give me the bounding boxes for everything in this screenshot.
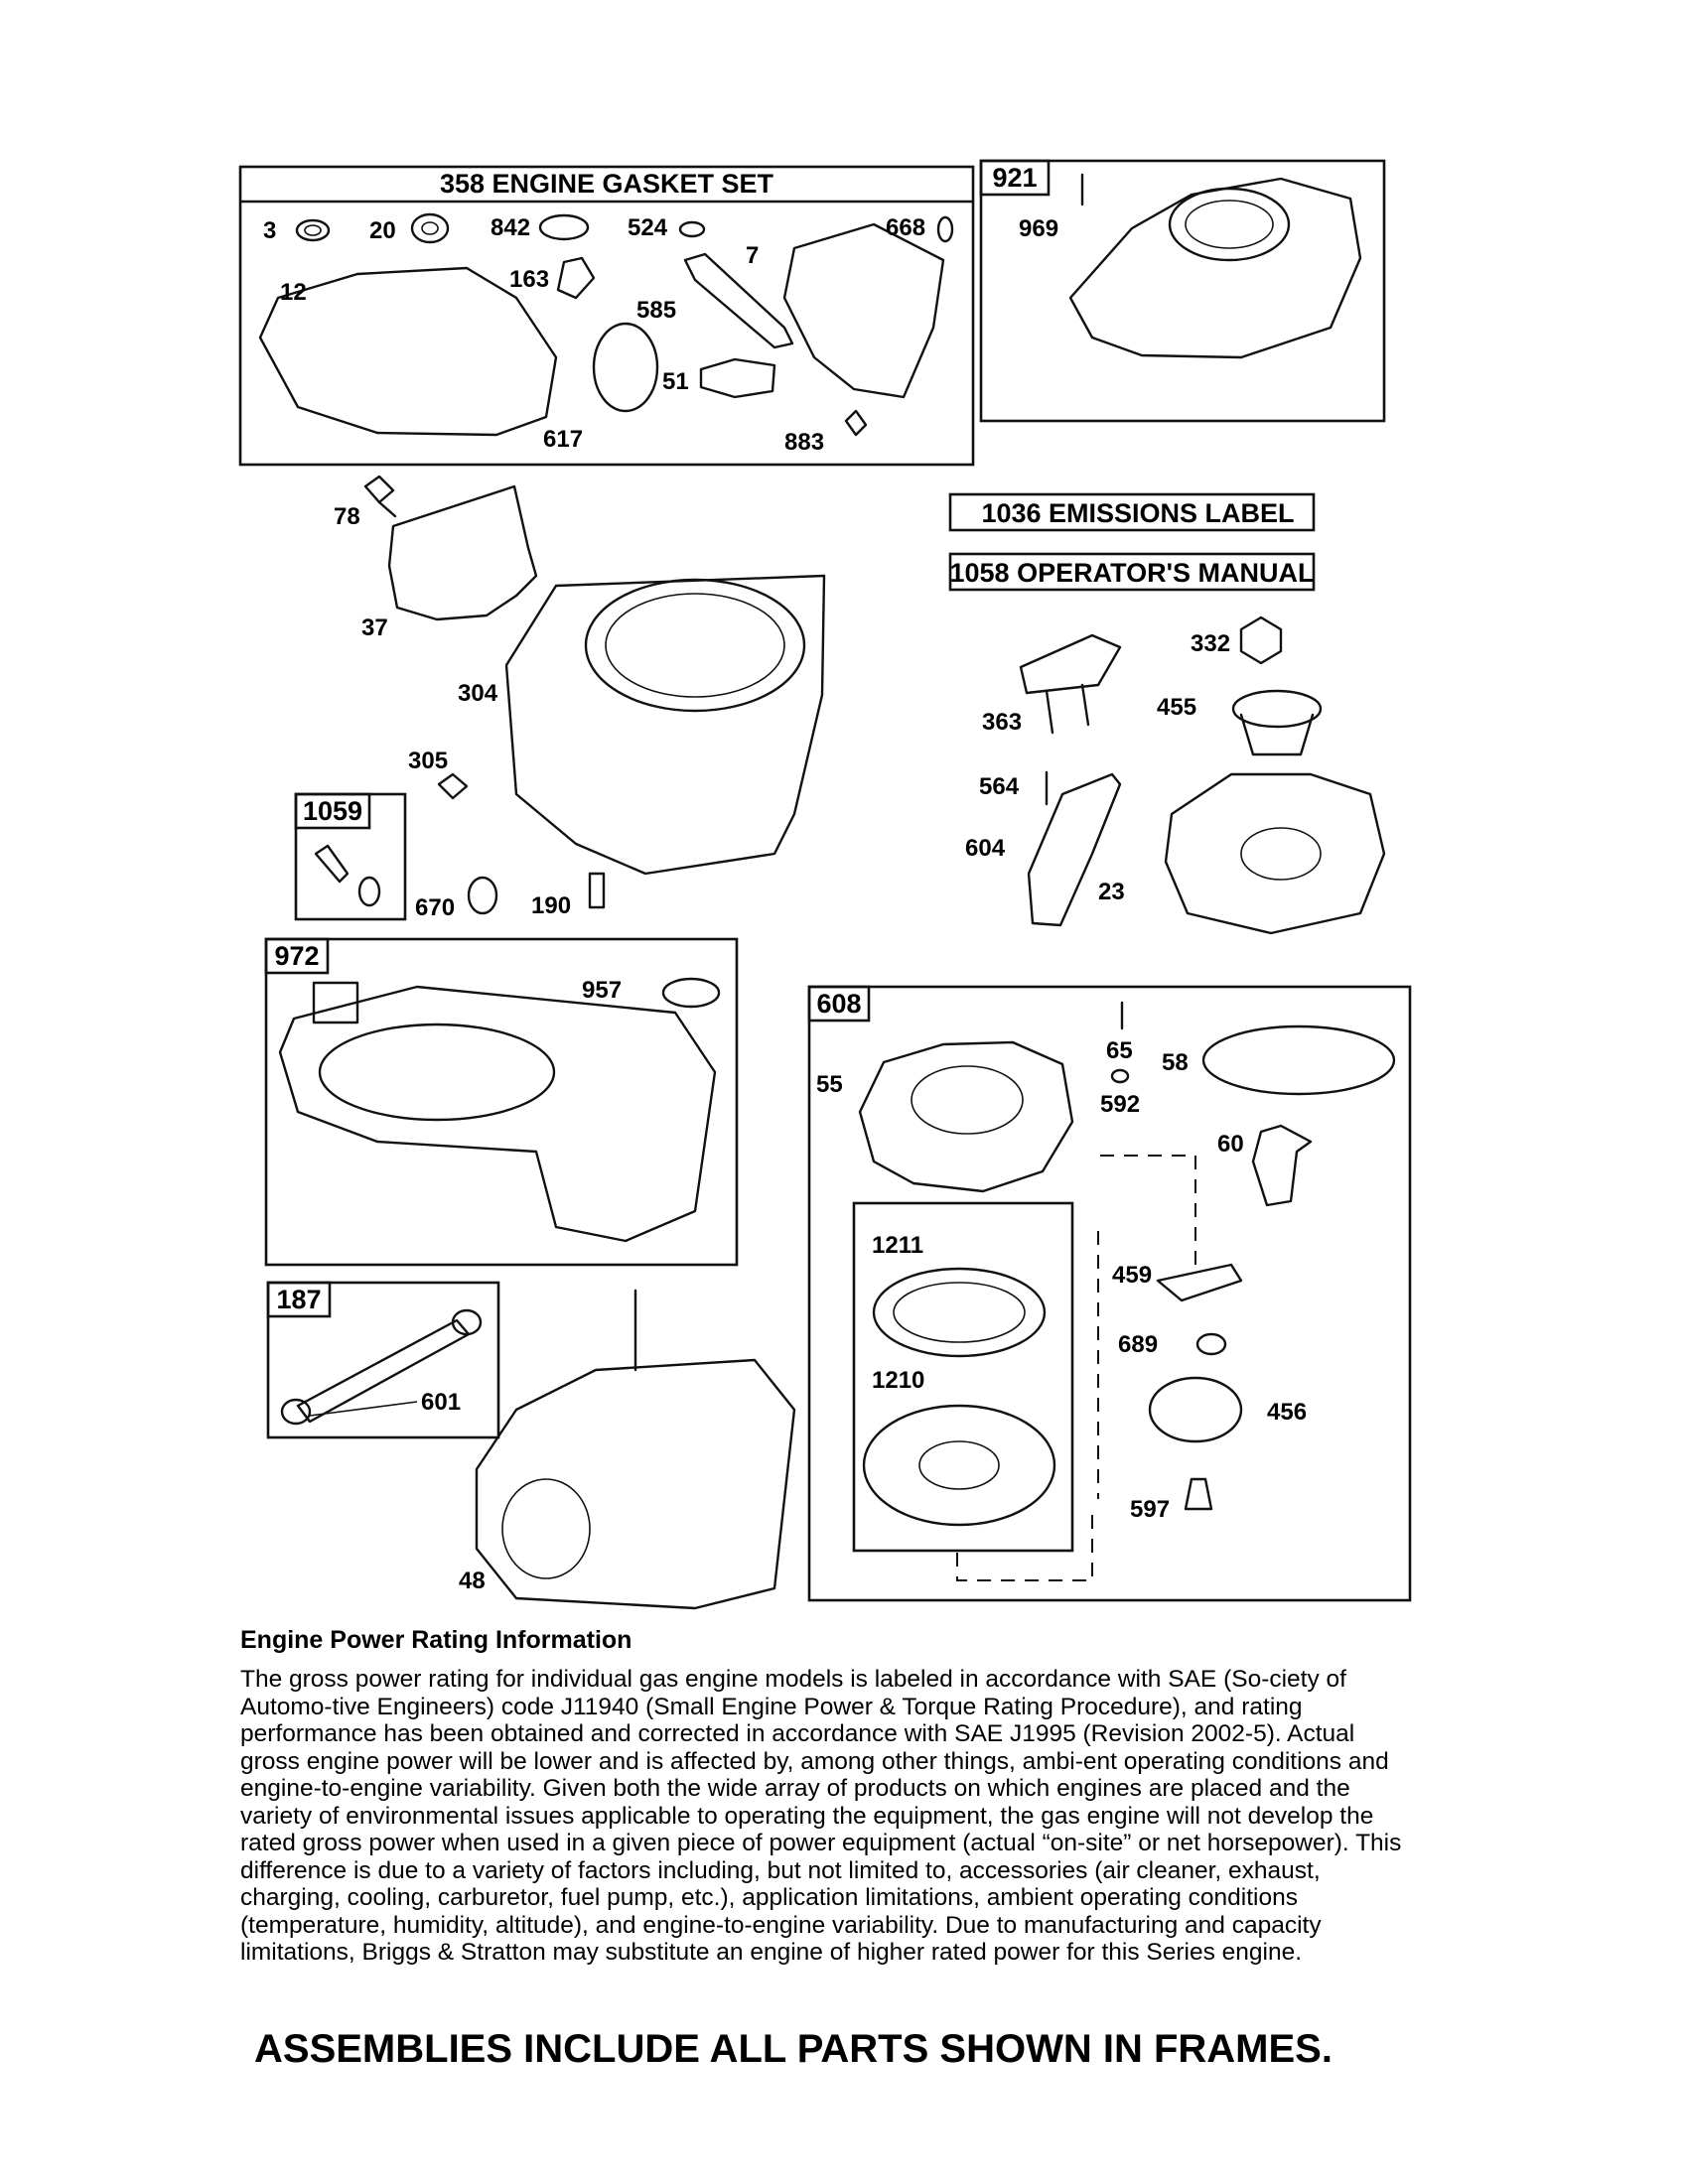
part-label-617: 617 [543, 426, 583, 453]
part-label-7: 7 [746, 242, 759, 269]
part-label-58: 58 [1162, 1049, 1189, 1076]
part-label-3: 3 [263, 217, 276, 244]
part-label-48: 48 [459, 1568, 486, 1594]
part-label-842: 842 [491, 214, 530, 241]
part-label-456: 456 [1267, 1399, 1307, 1426]
bushing-parts: 670 190 [415, 872, 606, 921]
operators-manual-box: 1058 OPERATOR'S MANUAL [948, 552, 1316, 592]
kit-1059-frame: 1059 [294, 792, 407, 921]
part-label-1210: 1210 [872, 1367, 924, 1394]
gasket-set-title: 358 ENGINE GASKET SET [440, 169, 774, 199]
kit-972-number: 972 [274, 941, 319, 971]
part-label-23: 23 [1098, 879, 1125, 905]
gasket-set-frame: 358 ENGINE GASKET SET [238, 165, 975, 467]
kit-1059-number: 1059 [303, 796, 362, 826]
gasket-set-labels: 3 20 842 524 668 7 12 163 585 51 617 883 [263, 214, 925, 456]
operators-manual-text: 1058 OPERATOR'S MANUAL [950, 558, 1315, 588]
blower-cover-frame: 921 969 [979, 159, 1386, 423]
notes-title: Engine Power Rating Information [240, 1626, 632, 1654]
part-label-604: 604 [965, 835, 1006, 862]
part-label-163: 163 [509, 266, 549, 293]
part-label-524: 524 [628, 214, 668, 241]
part-label-37: 37 [361, 614, 388, 641]
part-label-564: 564 [979, 773, 1020, 800]
part-label-363: 363 [982, 709, 1022, 736]
emissions-label-text: 1036 EMISSIONS LABEL [981, 498, 1294, 528]
part-label-60: 60 [1217, 1131, 1244, 1158]
kit-972-frame: 972 957 [264, 937, 739, 1267]
part-label-305: 305 [408, 748, 448, 774]
kit-187-frame: 187 601 [266, 1281, 500, 1439]
part-label-883: 883 [784, 429, 824, 456]
part-label-332: 332 [1191, 630, 1230, 657]
part-label-689: 689 [1118, 1331, 1158, 1358]
notes-body: The gross power rating for individual ga… [240, 1666, 1402, 1966]
blower-housing-parts: 78 37 304 305 [334, 475, 826, 876]
part-label-670: 670 [415, 894, 455, 921]
crankcase-part: 48 [459, 1289, 796, 1610]
part-label-597: 597 [1130, 1496, 1170, 1523]
part-label-668: 668 [886, 214, 925, 241]
part-label-55: 55 [816, 1071, 843, 1098]
part-label-969: 969 [1019, 215, 1058, 242]
gasket-set-parts [258, 212, 954, 437]
kit-608-frame: 608 55 65 592 58 60 1211 1210 459 689 45… [807, 985, 1412, 1602]
part-label-12: 12 [280, 279, 307, 306]
kit-608-number: 608 [816, 989, 861, 1019]
part-label-304: 304 [458, 680, 498, 707]
part-label-455: 455 [1157, 694, 1196, 721]
part-label-65: 65 [1106, 1037, 1133, 1064]
part-label-190: 190 [531, 892, 571, 919]
part-label-20: 20 [369, 217, 396, 244]
part-label-459: 459 [1112, 1262, 1152, 1289]
part-label-51: 51 [662, 368, 689, 395]
part-label-592: 592 [1100, 1091, 1140, 1118]
footer-notice: ASSEMBLIES INCLUDE ALL PARTS SHOWN IN FR… [254, 2027, 1333, 2071]
blower-cover-number: 921 [992, 163, 1037, 193]
emissions-label-box: 1036 EMISSIONS LABEL [948, 492, 1316, 532]
parts-diagram: 358 ENGINE GASKET SET 3 20 842 524 668 7… [238, 159, 1412, 1610]
part-label-1211: 1211 [872, 1232, 923, 1259]
part-label-585: 585 [636, 297, 676, 324]
part-label-78: 78 [334, 503, 360, 530]
part-label-601: 601 [421, 1389, 461, 1416]
flywheel-area-parts: 332 455 363 564 604 23 [965, 615, 1386, 935]
part-label-957: 957 [582, 977, 622, 1004]
kit-187-number: 187 [276, 1285, 321, 1314]
